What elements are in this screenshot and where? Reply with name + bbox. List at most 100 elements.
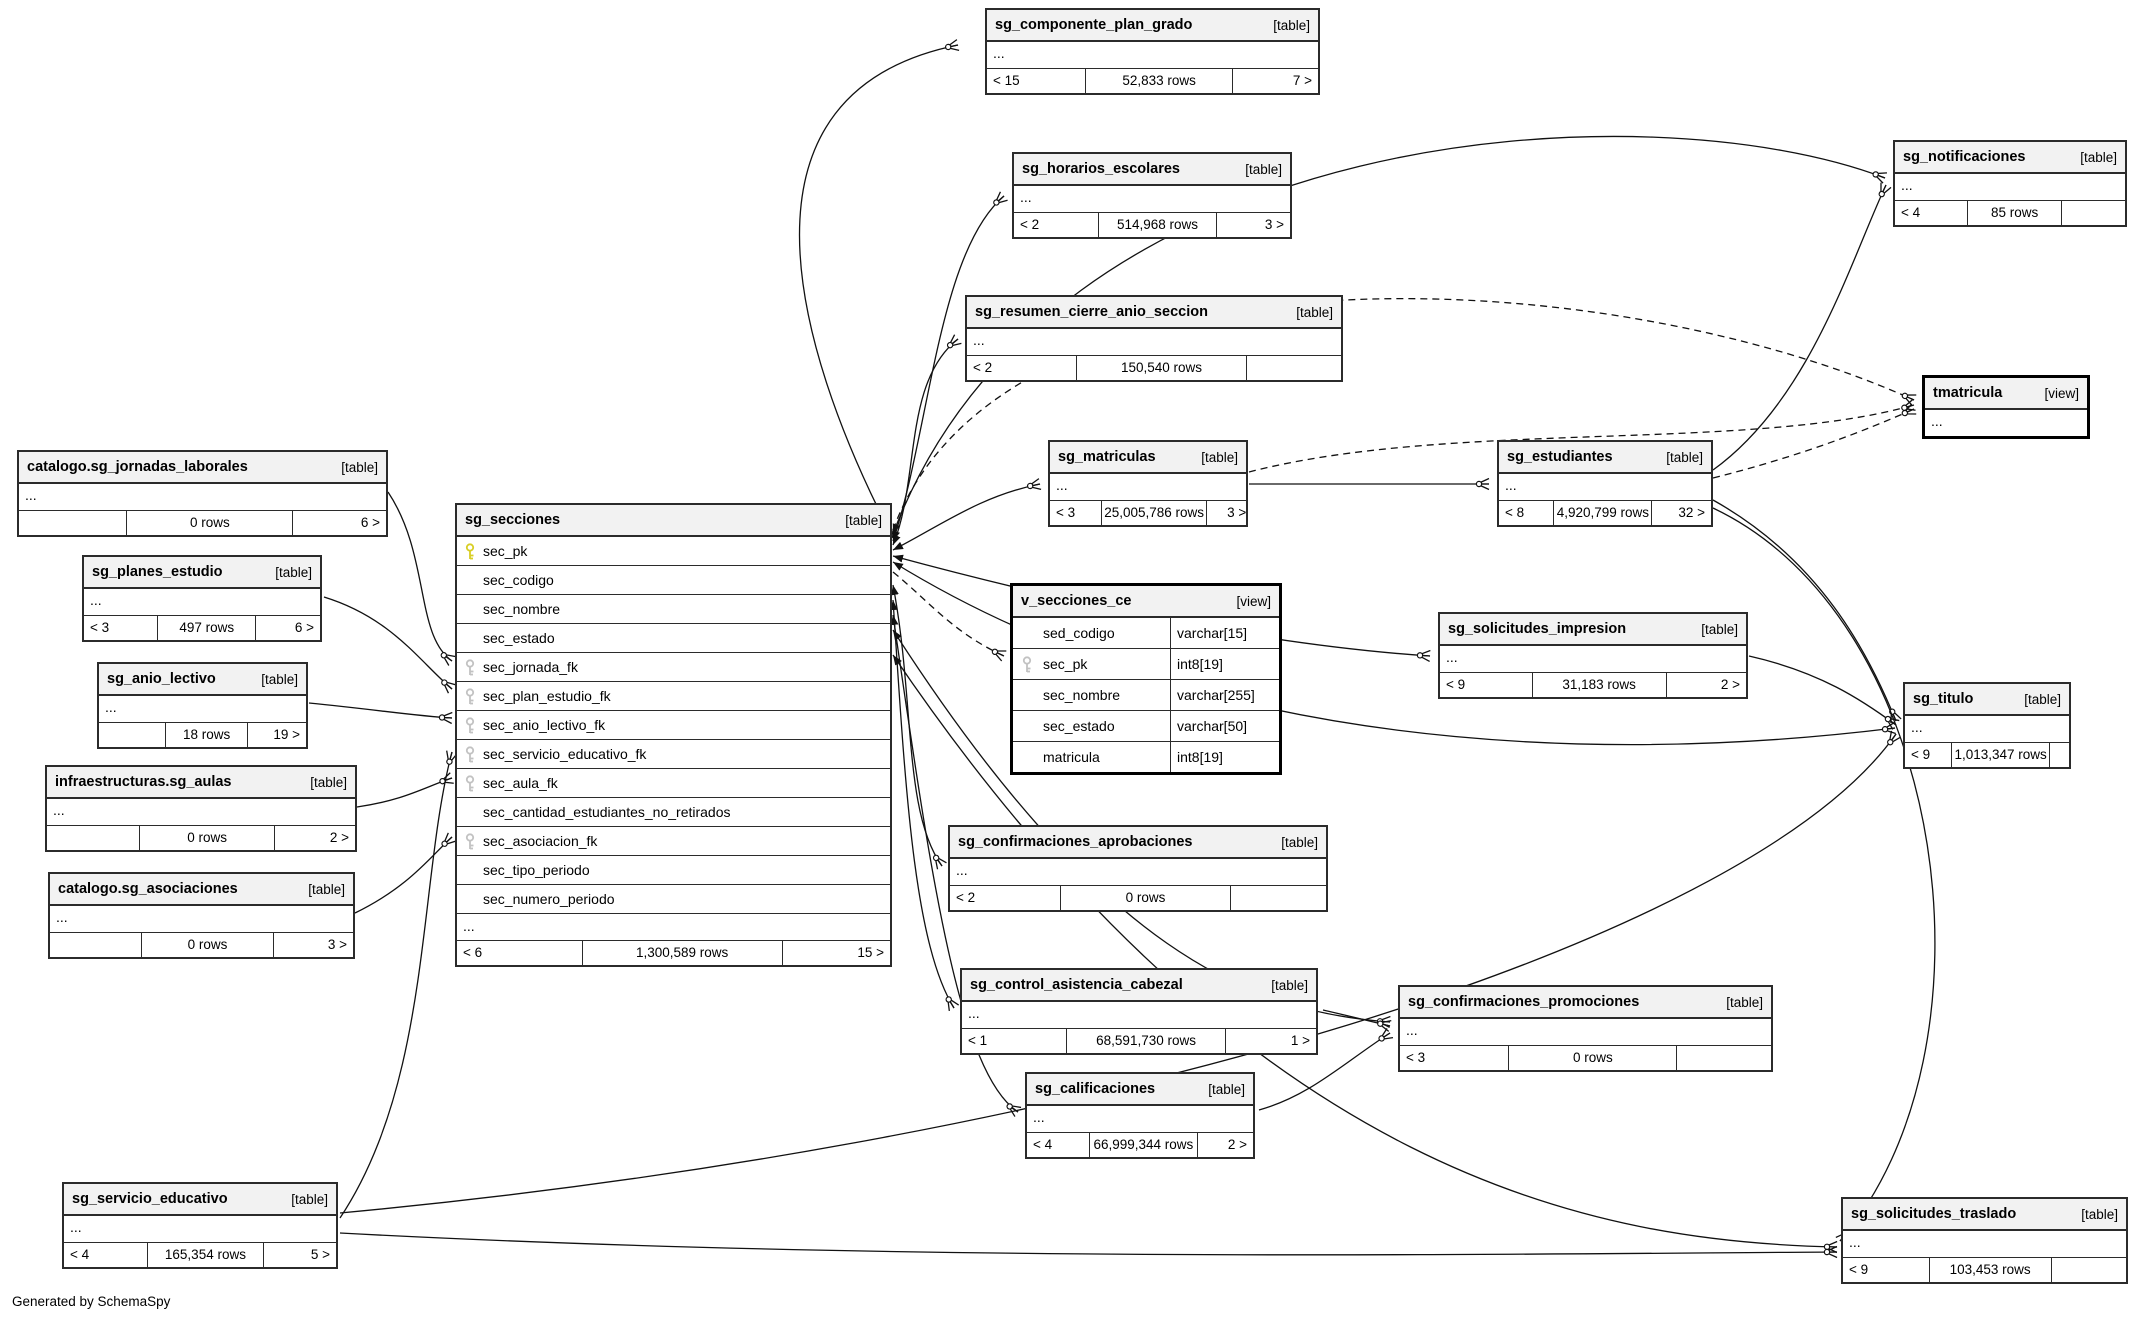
column-row[interactable]: sec_aula_fk (457, 769, 890, 798)
columns-ellipsis: ... (1020, 189, 1032, 205)
table-node-sg_confirmaciones_promociones[interactable]: sg_confirmaciones_promociones[table] ...… (1398, 985, 1773, 1072)
column-row[interactable]: sec_tipo_periodo (457, 856, 890, 885)
column-name: sec_nombre (483, 601, 561, 617)
table-kind-badge: [table] (1296, 304, 1333, 320)
table-kind-badge: [table] (275, 564, 312, 580)
table-title: sg_componente_plan_grado (995, 17, 1193, 33)
table-kind-badge: [table] (2080, 149, 2117, 165)
column-row[interactable]: sec_cantidad_estudiantes_no_retirados (457, 798, 890, 827)
table-title: catalogo.sg_asociaciones (58, 881, 238, 897)
row-count: 31,183 rows (1562, 677, 1636, 692)
table-node-sg_resumen_cierre_anio_seccion[interactable]: sg_resumen_cierre_anio_seccion[table] ..… (965, 295, 1343, 382)
row-count: 25,005,786 rows (1104, 505, 1205, 520)
column-row[interactable]: sec_pk (457, 537, 890, 566)
table-kind-badge: [table] (1201, 449, 1238, 465)
children-count: < 3 (1050, 501, 1103, 525)
columns-ellipsis: ... (105, 699, 117, 715)
table-title: catalogo.sg_jornadas_laborales (27, 459, 248, 475)
table-title: sg_servicio_educativo (72, 1191, 228, 1207)
column-row[interactable]: sec_asociacion_fk (457, 827, 890, 856)
children-count (19, 511, 128, 535)
foreign-key-icon (1022, 656, 1032, 673)
column-name: sec_codigo (483, 572, 554, 588)
column-type: varchar[50] (1170, 711, 1279, 741)
parents-count: 2 > (274, 826, 355, 850)
relationship-edge (1712, 182, 1892, 471)
foreign-key-icon (465, 775, 475, 792)
table-node-sg_control_asistencia_cabezal[interactable]: sg_control_asistencia_cabezal[table] ...… (960, 968, 1318, 1055)
table-kind-badge: [table] (308, 881, 345, 897)
relationship-edge (339, 730, 1901, 1214)
parents-count (2061, 201, 2125, 225)
children-count: < 2 (967, 356, 1078, 380)
column-row[interactable]: sec_numero_periodo (457, 885, 890, 914)
parents-count: 15 > (781, 941, 890, 965)
column-row[interactable]: sec_estado (457, 624, 890, 653)
column-row[interactable]: sec_codigo (457, 566, 890, 595)
parents-count: 6 > (255, 616, 320, 640)
row-count: 103,453 rows (1949, 1262, 2031, 1277)
table-kind-badge: [table] (845, 512, 882, 528)
parents-count: 6 > (292, 511, 386, 535)
children-count: < 2 (1014, 213, 1099, 237)
row-count: 514,968 rows (1116, 217, 1199, 232)
parents-count: 3 > (273, 933, 353, 957)
columns-ellipsis: ... (993, 45, 1005, 61)
columns-ellipsis: ... (1505, 477, 1517, 493)
table-kind-badge: [table] (310, 774, 347, 790)
view-node-tmatricula[interactable]: tmatricula[view] ... (1922, 375, 2090, 439)
column-row[interactable]: sec_plan_estudio_fk (457, 682, 890, 711)
foreign-key-icon (465, 659, 475, 676)
parents-count (1230, 886, 1326, 910)
column-type: int8[19] (1170, 649, 1279, 679)
relationship-edge (1322, 1009, 1392, 1032)
columns-ellipsis: ... (1849, 1234, 1861, 1250)
relationship-edge (892, 478, 1042, 551)
column-row[interactable]: sec_nombre (457, 595, 890, 624)
table-kind-badge: [table] (1281, 834, 1318, 850)
column-type: varchar[255] (1170, 680, 1279, 710)
table-node-catalogo.sg_jornadas_laborales[interactable]: catalogo.sg_jornadas_laborales[table] ..… (17, 450, 388, 537)
column-row[interactable]: sec_anio_lectivo_fk (457, 711, 890, 740)
table-kind-badge: [table] (2081, 1206, 2118, 1222)
columns-ellipsis: ... (956, 862, 968, 878)
parents-count: 3 > (1216, 213, 1290, 237)
column-row[interactable]: sec_servicio_educativo_fk (457, 740, 890, 769)
parents-count (2050, 1258, 2126, 1282)
table-node-catalogo.sg_asociaciones[interactable]: catalogo.sg_asociaciones[table] ... 0 ro… (48, 872, 355, 959)
children-count (99, 723, 166, 747)
parents-count (1676, 1046, 1771, 1070)
row-count: 165,354 rows (164, 1247, 246, 1262)
parents-count: 2 > (1665, 673, 1746, 697)
column-row[interactable]: sec_jornada_fk (457, 653, 890, 682)
generator-credit: Generated by SchemaSpy (12, 1294, 171, 1309)
children-count: < 15 (987, 69, 1087, 93)
table-node-infraestructuras.sg_aulas[interactable]: infraestructuras.sg_aulas[table] ... 0 r… (45, 765, 357, 852)
column-name: sec_aula_fk (483, 775, 558, 791)
table-node-sg_componente_plan_grado[interactable]: sg_componente_plan_grado[table] ... < 15… (985, 8, 1320, 95)
children-count: < 6 (457, 941, 583, 965)
column-type: varchar[15] (1170, 618, 1279, 648)
table-node-sg_secciones[interactable]: sg_secciones[table] sec_pk sec_codigo se… (455, 503, 892, 967)
columns-ellipsis: ... (1931, 413, 1943, 429)
column-name: matricula (1043, 749, 1100, 765)
table-title: sg_solicitudes_impresion (1448, 621, 1627, 637)
table-node-sg_confirmaciones_aprobaciones[interactable]: sg_confirmaciones_aprobaciones[table] ..… (948, 825, 1328, 912)
